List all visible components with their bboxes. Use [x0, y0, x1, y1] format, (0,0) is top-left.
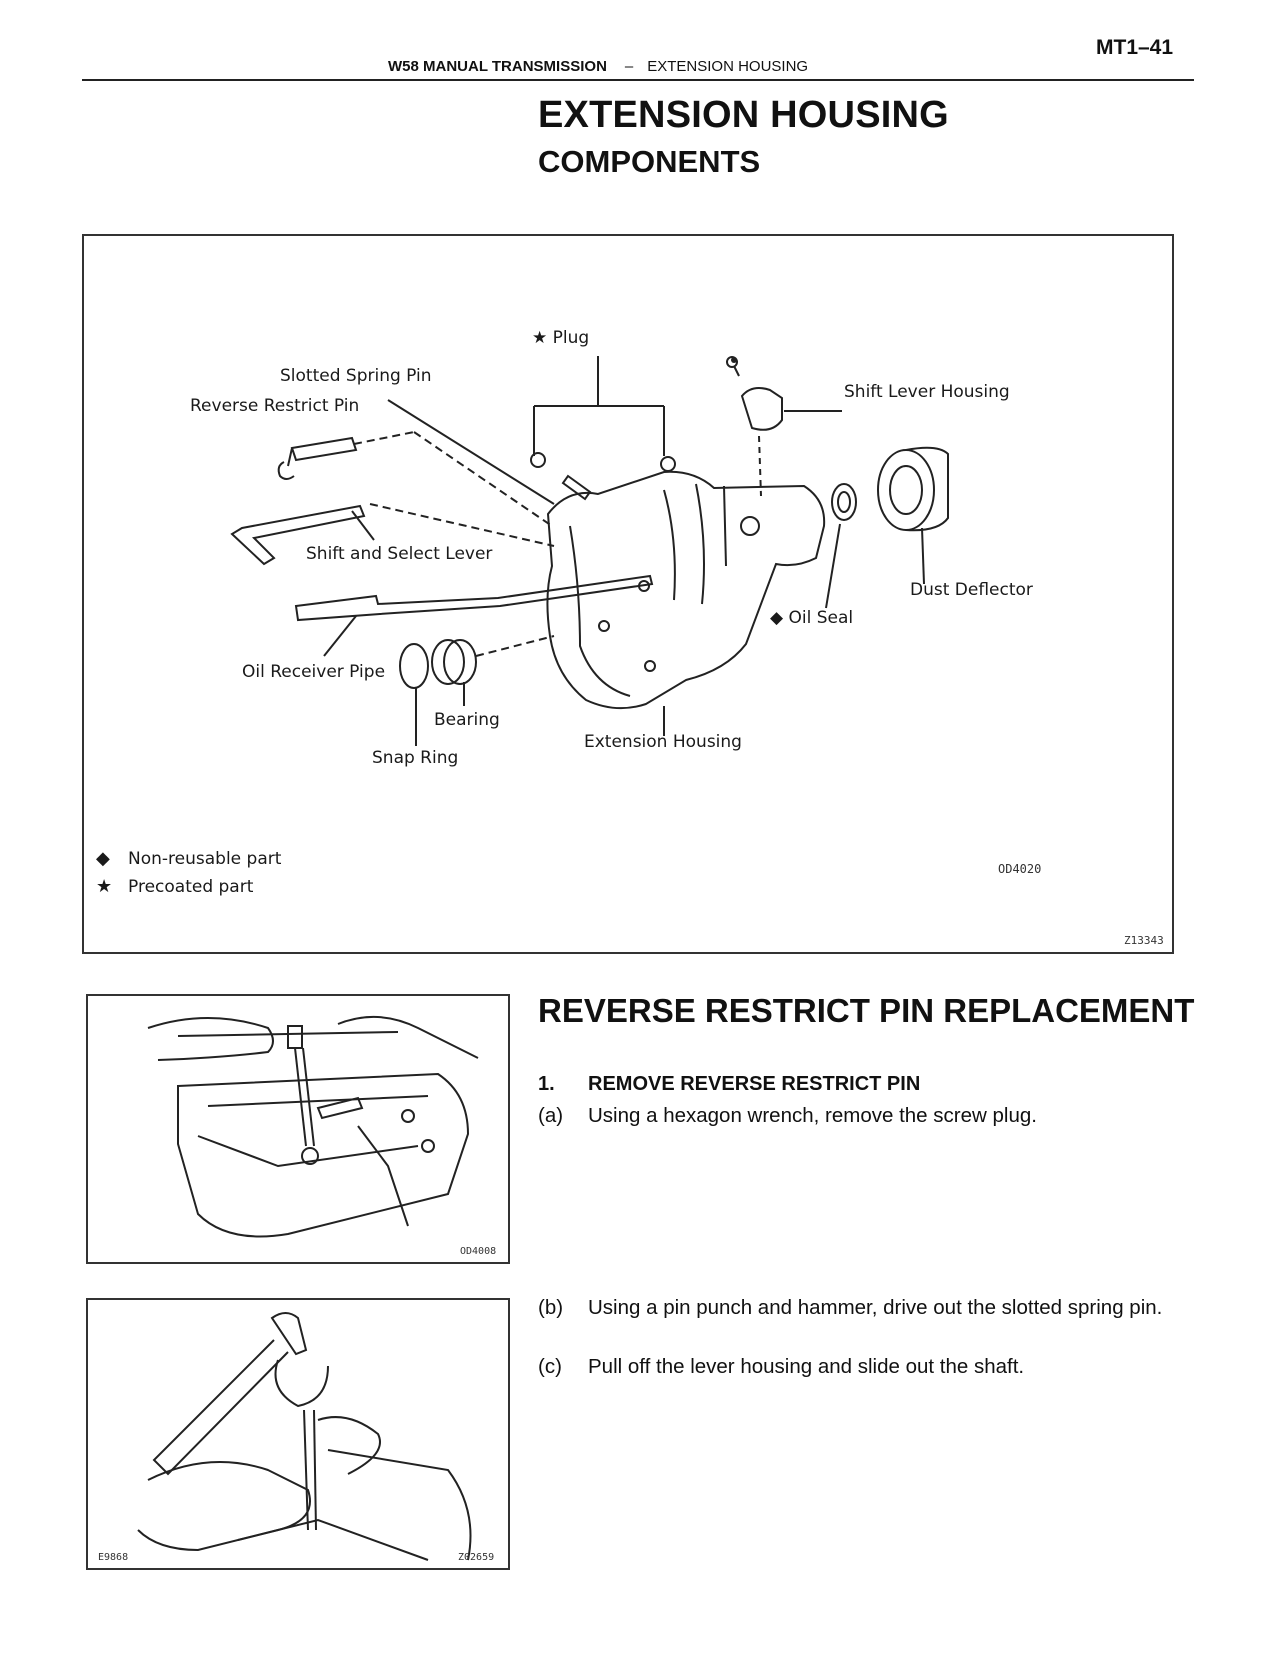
callout-shift-and-select-lever: Shift and Select Lever [306, 544, 493, 564]
substep-label: (c) [538, 1355, 562, 1378]
hex-wrench-figure: OD4008 [86, 994, 510, 1264]
header-subsection: EXTENSION HOUSING [647, 58, 809, 75]
callout-reverse-restrict-pin: Reverse Restrict Pin [190, 396, 360, 416]
section-title: REVERSE RESTRICT PIN REPLACEMENT [538, 992, 1195, 1029]
callout-extension-housing: Extension Housing [584, 732, 742, 752]
substep-text: Using a hexagon wrench, remove the screw… [588, 1104, 1037, 1127]
substep-text: Pull off the lever housing and slide out… [588, 1355, 1025, 1378]
reference-code: Z13343 [1124, 934, 1164, 947]
callout-shift-lever-housing: Shift Lever Housing [844, 382, 1010, 402]
pin-punch-figure: E9868 Z02659 [86, 1298, 510, 1570]
diamond-icon: ◆ [96, 848, 110, 869]
components-diagram: ★ Plug Slotted Spring Pin Reverse Restri… [82, 234, 1174, 954]
legend-precoated: ★Precoated part [96, 876, 254, 897]
callout-oil-receiver-pipe: Oil Receiver Pipe [242, 662, 386, 682]
pin-punch-illustration [137, 1312, 472, 1561]
page-number: MT1–41 [1096, 36, 1174, 59]
callout-oil-seal: ◆ Oil Seal [770, 608, 854, 628]
substep-label: (a) [538, 1104, 564, 1127]
callout-slotted-spring-pin: Slotted Spring Pin [280, 366, 432, 386]
legend-non-reusable: ◆Non-reusable part [96, 848, 282, 869]
header-rule [82, 79, 1194, 81]
header-separator: – [624, 58, 634, 75]
step-1-heading: 1. REMOVE REVERSE RESTRICT PIN [538, 1073, 920, 1096]
header-section: W58 MANUAL TRANSMISSION [388, 58, 607, 75]
substep-text: Using a pin punch and hammer, drive out … [588, 1296, 1163, 1319]
substep-a: (a) Using a hexagon wrench, remove the s… [538, 1101, 1218, 1130]
step-title: REMOVE REVERSE RESTRICT PIN [588, 1073, 921, 1095]
components-illustration [230, 356, 949, 746]
callout-bearing: Bearing [434, 710, 500, 730]
figure-code: OD4020 [998, 862, 1042, 876]
substep-label: (b) [538, 1296, 564, 1319]
figure-3-code-right: Z02659 [458, 1552, 495, 1563]
figure-3-code-left: E9868 [98, 1552, 129, 1563]
hex-wrench-illustration [147, 1015, 479, 1238]
star-icon: ★ [96, 876, 113, 897]
page-title: EXTENSION HOUSING [538, 94, 949, 136]
running-header: W58 MANUAL TRANSMISSION–EXTENSION HOUSIN… [388, 58, 808, 75]
page-subtitle: COMPONENTS [538, 144, 761, 179]
figure-2-code: OD4008 [460, 1246, 497, 1257]
callout-dust-deflector: Dust Deflector [910, 580, 1033, 600]
substep-b: (b) Using a pin punch and hammer, drive … [538, 1293, 1218, 1322]
substep-c: (c) Pull off the lever housing and slide… [538, 1352, 1218, 1381]
step-number: 1. [538, 1073, 555, 1095]
callout-snap-ring: Snap Ring [372, 748, 459, 768]
callout-plug: ★ Plug [532, 328, 590, 348]
